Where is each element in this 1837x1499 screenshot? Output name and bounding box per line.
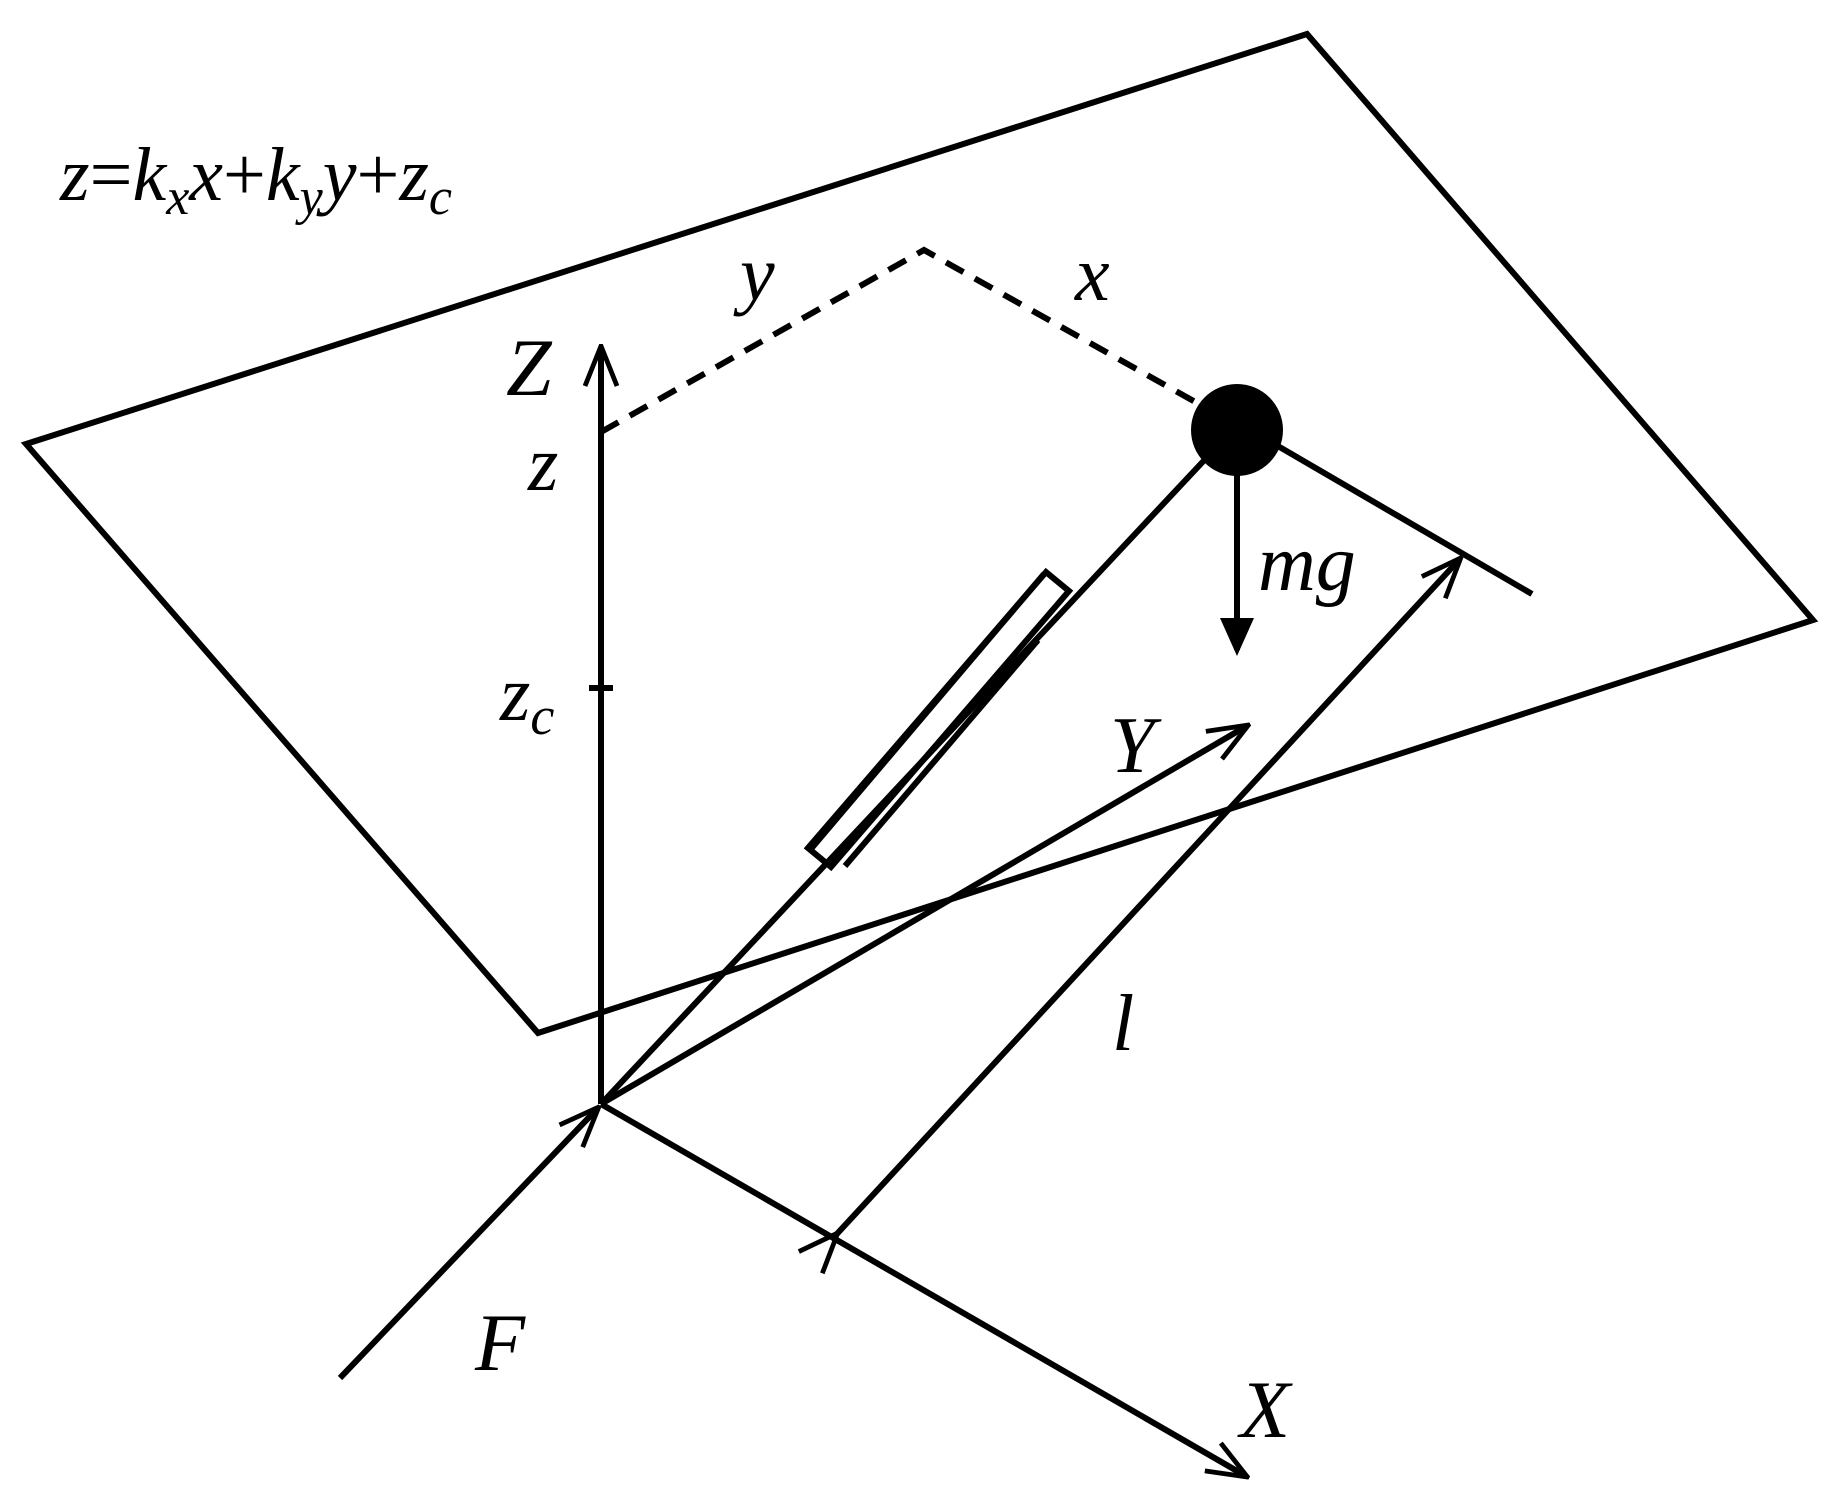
length-dimension bbox=[835, 561, 1458, 1236]
label-offset-y: y bbox=[733, 230, 775, 317]
xy-projection-dashed bbox=[599, 246, 1208, 435]
force-arrow bbox=[337, 1110, 596, 1381]
mass-reference-line bbox=[1238, 421, 1534, 597]
sleeve-left-rail bbox=[807, 572, 1047, 852]
x-axis bbox=[599, 1101, 1244, 1475]
label-axis-y: Y bbox=[1110, 702, 1162, 790]
label-axis-x: X bbox=[1237, 1364, 1293, 1455]
label-axis-z: Z bbox=[506, 322, 553, 413]
label-gravity: mg bbox=[1258, 520, 1356, 608]
label-offset-x: x bbox=[1074, 230, 1110, 317]
label-force: F bbox=[474, 1297, 526, 1388]
point-mass bbox=[1191, 384, 1283, 476]
inclined-plane bbox=[20, 30, 1819, 1037]
sleeve-inner-rail bbox=[842, 638, 1041, 868]
label-length: l bbox=[1112, 980, 1134, 1068]
label-height-z: z bbox=[527, 420, 558, 507]
label-height-zc: zc bbox=[499, 650, 554, 746]
rod-sleeve bbox=[803, 567, 1074, 872]
plane-equation: z=kxx+kyy+zc bbox=[59, 133, 452, 226]
gravity-arrowhead bbox=[1220, 618, 1254, 656]
